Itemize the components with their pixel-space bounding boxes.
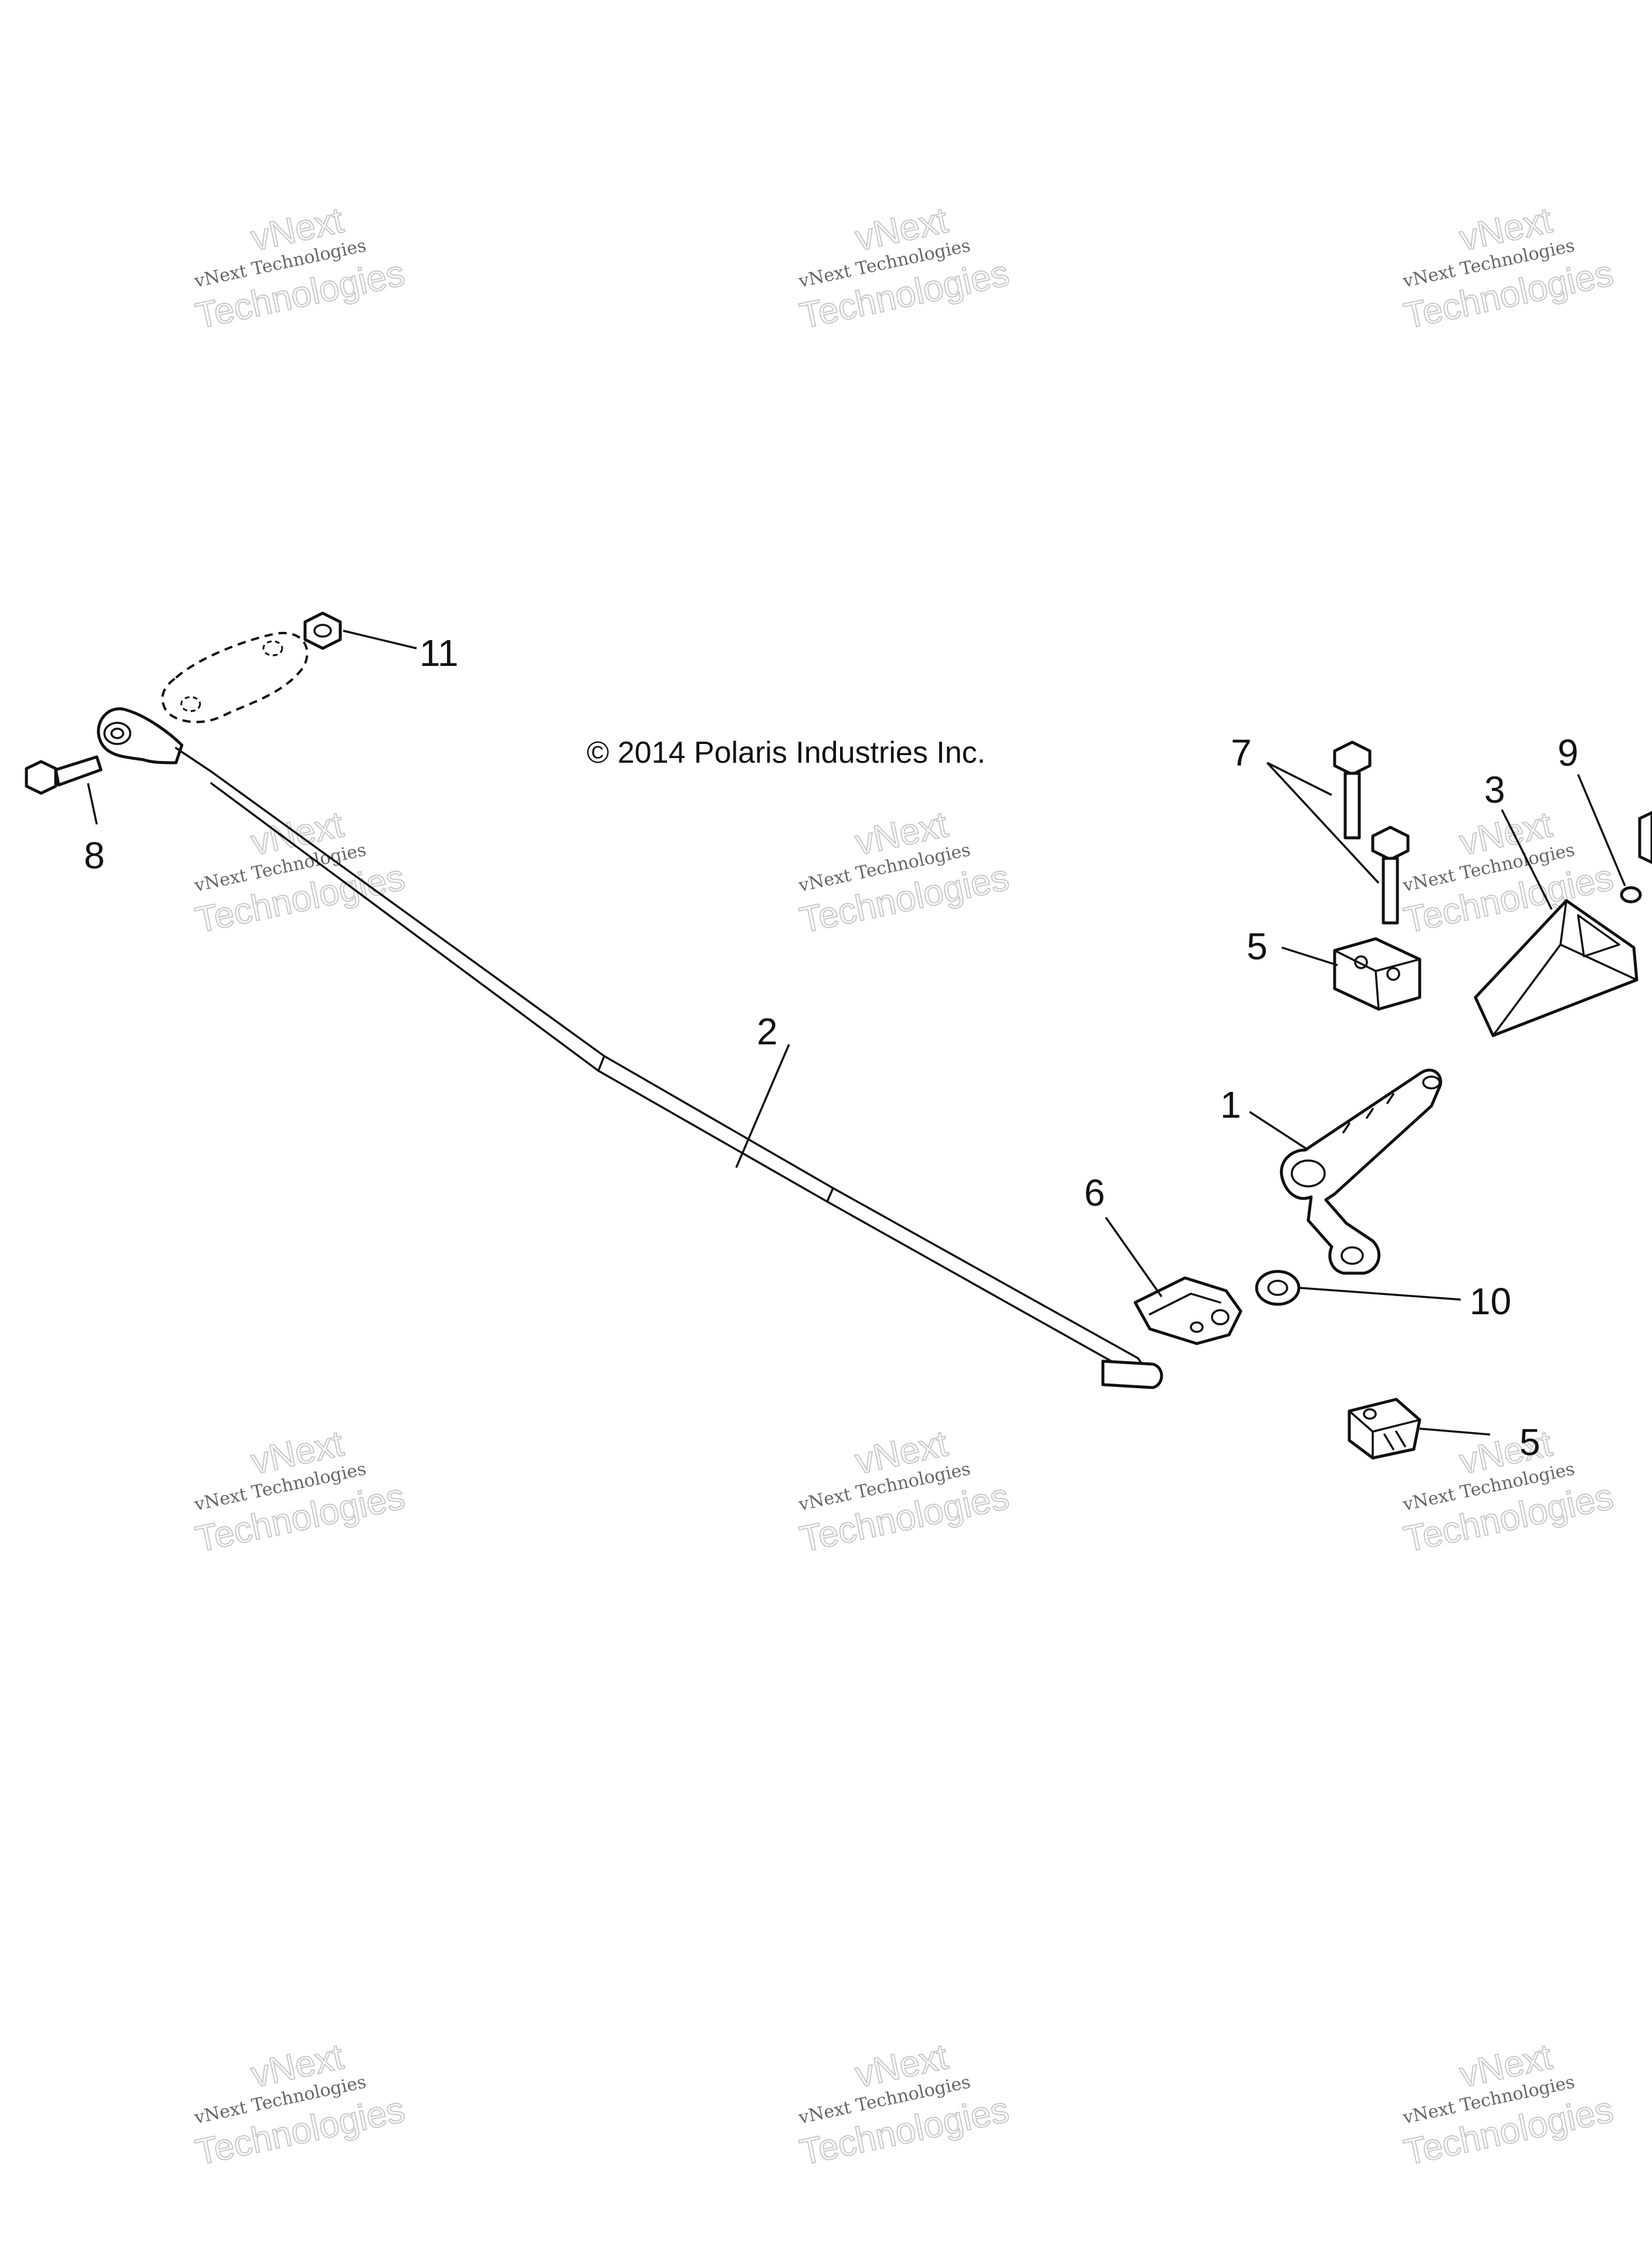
watermark-tile: vNext Technologies vNext Technologies bbox=[1400, 199, 1617, 337]
watermark-tile: vNext Technologies vNext Technologies bbox=[795, 804, 1013, 942]
watermark-tile: vNext Technologies vNext Technologies bbox=[1400, 1423, 1617, 1561]
watermark-tile: vNext Technologies vNext Technologies bbox=[191, 199, 408, 337]
callout-2: 2 bbox=[757, 1010, 778, 1053]
watermark-grid: vNext Technologies vNext Technologies vN… bbox=[191, 199, 1617, 2174]
part-5-block-upper bbox=[1281, 937, 1421, 1011]
part-10-washer bbox=[1255, 1270, 1461, 1306]
partial-part-edge bbox=[1638, 811, 1652, 864]
part-5-block-lower bbox=[1348, 1398, 1491, 1460]
part-11-bracket-and-nut bbox=[161, 611, 417, 723]
watermark-tile: vNext Technologies vNext Technologies bbox=[795, 2036, 1013, 2174]
callout-7: 7 bbox=[1231, 732, 1252, 774]
callout-8: 8 bbox=[84, 834, 105, 877]
part-1-shift-lever bbox=[1249, 1068, 1443, 1275]
part-9-screw bbox=[1577, 774, 1642, 904]
hex-nut bbox=[303, 611, 342, 650]
callout-9: 9 bbox=[1558, 732, 1579, 774]
callout-1: 1 bbox=[1220, 1084, 1241, 1126]
watermark-tile: vNext Technologies vNext Technologies bbox=[191, 1423, 408, 1561]
callout-11: 11 bbox=[419, 632, 458, 674]
callout-3: 3 bbox=[1484, 769, 1505, 811]
part-8-bolt bbox=[25, 755, 103, 825]
callout-5-upper: 5 bbox=[1247, 925, 1268, 967]
watermark-tile: vNext Technologies vNext Technologies bbox=[191, 804, 408, 942]
watermark-tile: vNext Technologies vNext Technologies bbox=[795, 199, 1013, 337]
callout-6: 6 bbox=[1084, 1172, 1105, 1214]
watermark-tile: vNext Technologies vNext Technologies bbox=[795, 1423, 1013, 1561]
part-6-clip bbox=[1105, 1216, 1243, 1345]
watermark-tile: vNext Technologies vNext Technologies bbox=[191, 2036, 408, 2174]
part-2-shift-rod bbox=[97, 707, 1163, 1389]
copyright-notice: © 2014 Polaris Industries Inc. bbox=[587, 736, 986, 770]
part-7-bolts bbox=[1266, 740, 1410, 925]
callout-10: 10 bbox=[1470, 1280, 1511, 1322]
callout-5-lower: 5 bbox=[1519, 1421, 1541, 1463]
dashed-bracket bbox=[161, 631, 309, 723]
watermark-tile: vNext Technologies vNext Technologies bbox=[1400, 2036, 1617, 2174]
part-3-shift-knob bbox=[1474, 809, 1639, 1037]
